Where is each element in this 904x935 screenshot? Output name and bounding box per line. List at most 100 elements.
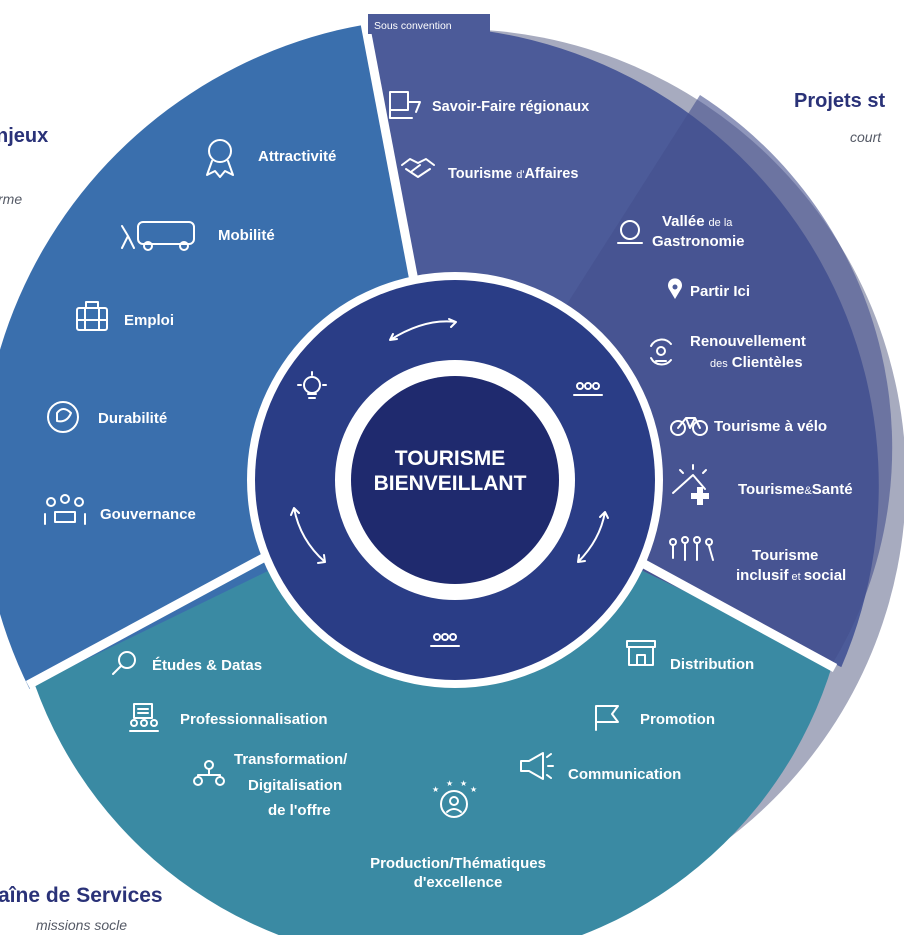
sustainability-icon — [47, 401, 79, 433]
services-item-transfo: Transformation/ Digitalisation de l'offr… — [193, 751, 348, 819]
label-attractivite: Attractivité — [258, 148, 336, 165]
label-partir-ici: Partir Ici — [690, 283, 750, 300]
label-emploi: Emploi — [124, 312, 174, 329]
label-savoir-faire: Savoir-Faire régionaux — [432, 99, 589, 115]
craft-icon — [389, 91, 421, 119]
bicycle-icon — [670, 417, 708, 436]
inclusif-pre: inclusif — [736, 567, 790, 584]
label-pro: Professionnalisation — [180, 711, 328, 728]
label-velo: Tourisme à vélo — [714, 418, 827, 435]
label-vallee-line2: Gastronomie — [652, 233, 745, 250]
enjeux-item-attractivite: Attractivité — [206, 139, 336, 178]
renouvellement-main: Clientèles — [732, 354, 803, 371]
megaphone-icon — [520, 752, 554, 780]
projets-item-savoir-faire: Savoir-Faire régionaux — [389, 91, 589, 119]
label-renouvellement-line2: des Clientèles — [710, 354, 803, 371]
convention-tab-label: Sous convention — [374, 20, 452, 32]
enjeux-item-mobilite: Mobilité — [121, 221, 275, 251]
bus-walker-icon — [121, 221, 195, 251]
star-person-icon: ★ ★ ★ ★ — [432, 779, 477, 818]
sante-small: & — [804, 485, 812, 497]
services-title: aîne de Services — [0, 884, 163, 907]
services-item-promotion: Promotion — [595, 705, 715, 731]
star-decor-4: ★ — [470, 785, 477, 794]
team-icon-top — [573, 382, 603, 396]
label-transfo-3: de l'offre — [268, 802, 331, 819]
award-icon — [206, 139, 234, 178]
health-icon — [672, 464, 709, 505]
location-pin-icon — [668, 278, 682, 299]
inclusion-icon — [669, 536, 714, 561]
label-durabilite: Durabilité — [98, 410, 167, 427]
sector-services — [34, 480, 833, 935]
inclusif-small: et — [792, 571, 801, 583]
affaires-main: Affaires — [524, 166, 578, 182]
team-icon-bottom — [430, 633, 460, 647]
star-decor-2: ★ — [446, 779, 453, 788]
label-gouvernance: Gouvernance — [100, 506, 196, 523]
enjeux-item-gouvernance: Gouvernance — [44, 494, 196, 525]
enjeux-subtitle: rme — [0, 191, 22, 207]
arrow-left — [290, 507, 326, 564]
projets-item-velo: Tourisme à vélo — [670, 417, 827, 436]
inclusif-main: social — [804, 567, 847, 584]
label-communication: Communication — [568, 766, 681, 783]
label-vallee-line1: Vallée de la — [662, 213, 733, 230]
projets-item-renouvellement: Renouvellement des Clientèles — [650, 333, 806, 371]
label-transfo-2: Digitalisation — [248, 777, 342, 794]
label-affaires: Tourisme d'Affaires — [448, 166, 578, 182]
projets-item-sante: Tourisme&Santé — [672, 464, 853, 505]
label-transfo-1: Transformation/ — [234, 751, 348, 768]
projets-item-affaires: Tourisme d'Affaires — [401, 158, 578, 182]
arrow-right — [577, 511, 609, 563]
sante-pre: Tourisme — [738, 481, 804, 498]
label-inclusif-line1: Tourisme — [752, 547, 818, 564]
star-decor-3: ★ — [460, 779, 467, 788]
training-icon — [129, 703, 159, 732]
projets-item-vallee: Vallée de la Gastronomie — [617, 213, 745, 250]
briefcase-icon — [76, 301, 108, 331]
label-production-2: d'excellence — [414, 874, 503, 891]
label-etudes: Études & Datas — [152, 657, 262, 674]
label-mobilite: Mobilité — [218, 227, 275, 244]
enjeux-title: njeux — [0, 125, 48, 147]
handshake-icon — [401, 158, 435, 178]
label-production-1: Production/Thématiques — [370, 855, 546, 872]
enjeux-item-emploi: Emploi — [76, 301, 174, 331]
sante-main: Santé — [812, 481, 853, 498]
customer-renewal-icon — [650, 338, 672, 366]
projets-subtitle: court — [850, 129, 882, 145]
meeting-icon — [44, 494, 86, 525]
affaires-pre: Tourisme — [448, 166, 516, 182]
network-people-icon — [193, 760, 225, 786]
enjeux-item-durabilite: Durabilité — [47, 401, 167, 433]
magnifier-icon — [112, 651, 136, 675]
projets-item-partir-ici: Partir Ici — [668, 278, 750, 300]
label-sante: Tourisme&Santé — [738, 481, 853, 498]
lightbulb-icon — [297, 371, 327, 399]
services-subtitle: missions socle — [36, 917, 127, 933]
services-item-etudes: Études & Datas — [112, 651, 262, 675]
vallee-small: de la — [709, 217, 734, 229]
projets-title: Projets st — [794, 90, 885, 112]
vallee-big: Vallée — [662, 213, 705, 230]
center-title-line1: TOURISME — [395, 447, 505, 470]
renouvellement-small: des — [710, 358, 728, 370]
center-title-line2: BIENVEILLANT — [374, 472, 527, 495]
center-disc — [351, 376, 559, 584]
services-item-distribution: Distribution — [626, 640, 754, 673]
shop-icon — [626, 640, 656, 666]
star-decor-1: ★ — [432, 785, 439, 794]
services-item-communication: Communication — [520, 752, 681, 783]
label-renouvellement-line1: Renouvellement — [690, 333, 806, 350]
affaires-small: d' — [516, 169, 524, 181]
convention-tab — [368, 14, 490, 34]
label-promotion: Promotion — [640, 711, 715, 728]
plate-icon — [617, 220, 643, 244]
flag-icon — [595, 705, 619, 731]
services-item-pro: Professionnalisation — [129, 703, 328, 732]
arrow-top — [389, 318, 457, 341]
